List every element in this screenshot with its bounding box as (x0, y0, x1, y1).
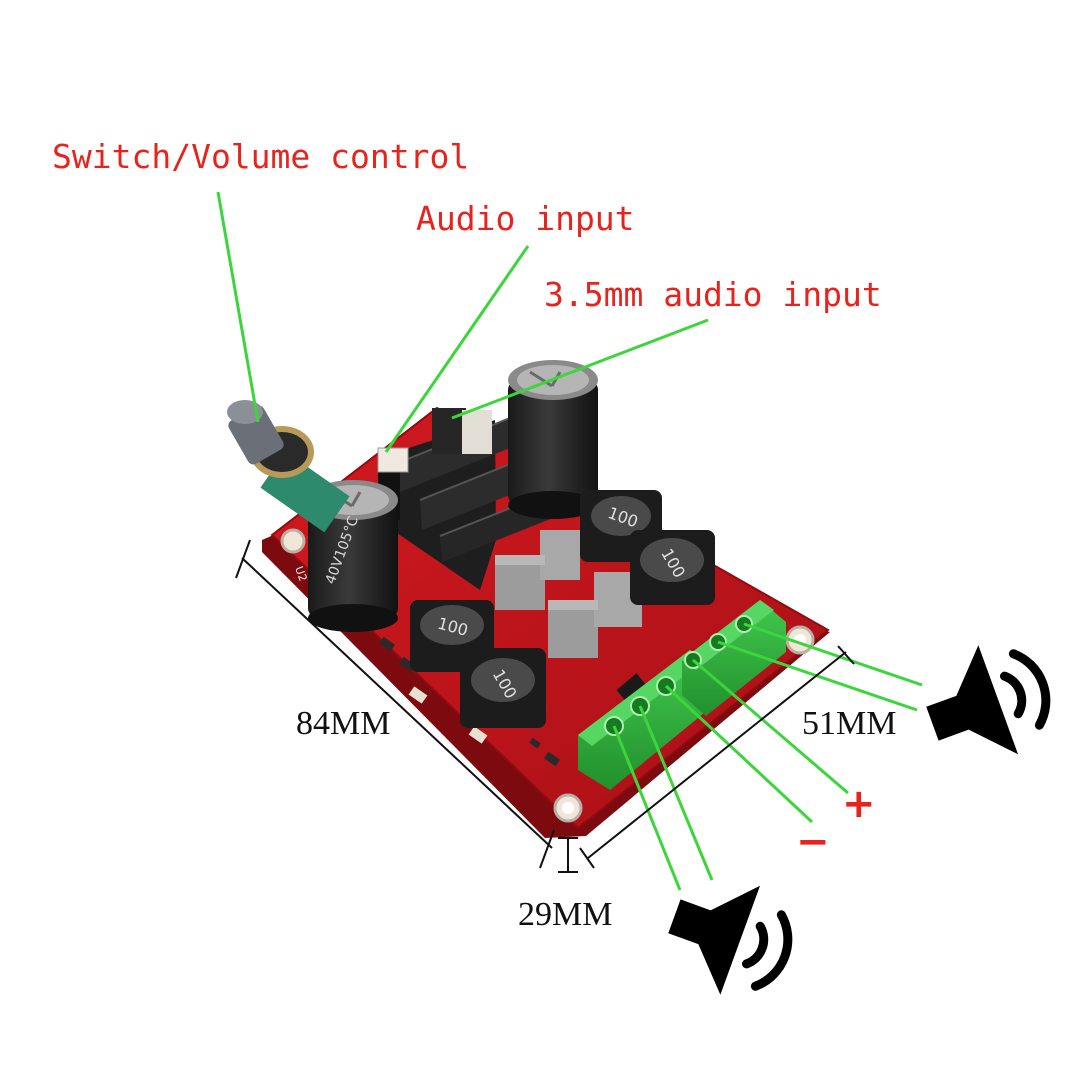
dimension-lines (235, 539, 855, 873)
mounting-hole (280, 528, 306, 554)
inductor: 100 (460, 648, 546, 728)
volume-potentiometer (227, 400, 350, 533)
audio-input-label: Audio input (416, 199, 635, 238)
height-dimension: 29MM (518, 896, 613, 933)
speaker-icon (668, 885, 793, 995)
audio-35mm-label: 3.5mm audio input (544, 275, 882, 314)
speaker-icon (926, 645, 1051, 755)
inductor: 100 (410, 600, 494, 672)
leader-lines (216, 191, 923, 891)
board-ref: U2 (292, 565, 309, 584)
positive-terminal-sign: + (842, 781, 876, 827)
film-capacitor (495, 530, 642, 658)
switch-volume-label: Switch/Volume control (52, 137, 470, 176)
negative-terminal-sign: − (796, 819, 830, 865)
width-dimension: 51MM (802, 705, 897, 742)
inductor: 100 (630, 530, 715, 605)
audio-input-connector (377, 447, 409, 473)
length-dimension: 84MM (296, 705, 391, 742)
